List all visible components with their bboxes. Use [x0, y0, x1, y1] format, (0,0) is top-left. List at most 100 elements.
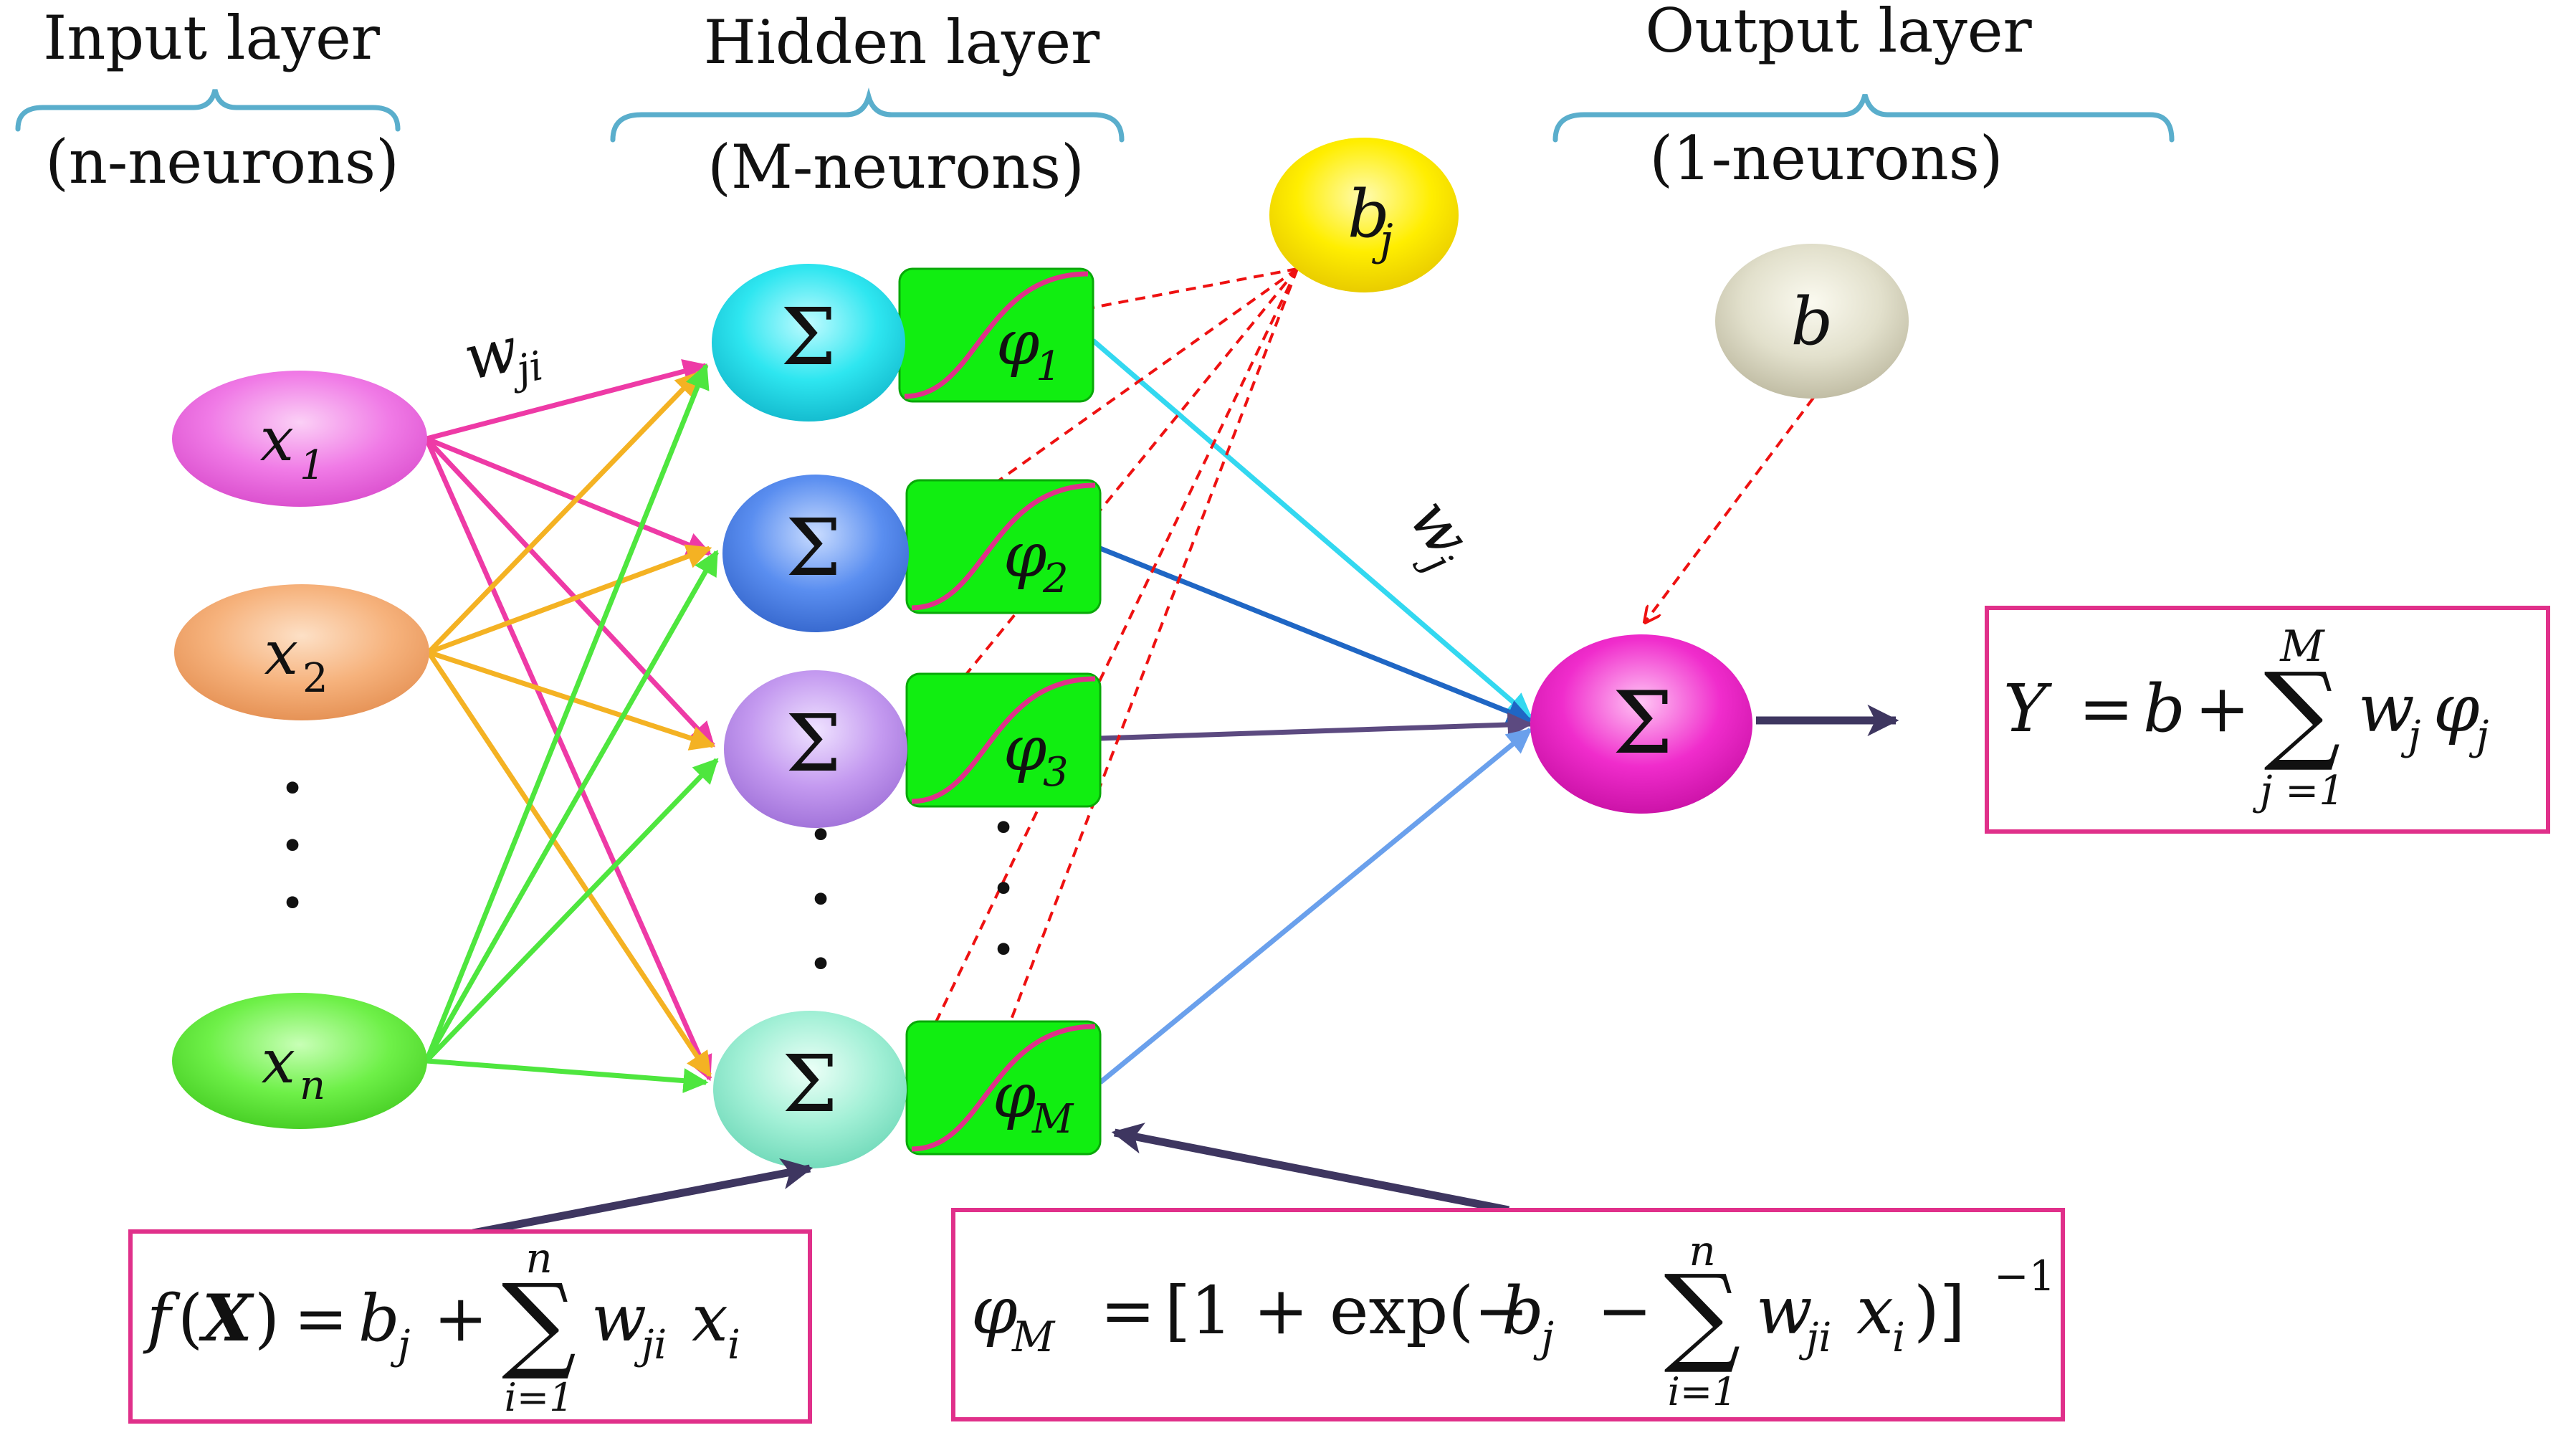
phi-label-1: φ [996, 308, 1039, 379]
phi-label-3-sub: 3 [1043, 749, 1069, 796]
hidden-neuron-m [713, 1011, 907, 1168]
formula-f-lparen: ( [178, 1281, 203, 1356]
sigmoid-ellipsis-dot-3: · [992, 911, 1014, 987]
edge-phi2-out [1099, 546, 1533, 724]
phi-label-1-sub: 1 [1036, 343, 1062, 390]
formula-f-x: x [692, 1281, 728, 1356]
formula-f-X: X [199, 1280, 254, 1356]
formula-y-eq: = [2079, 670, 2134, 747]
formula-y-b: b [2143, 670, 2185, 747]
sigmoid-curve-3 [911, 676, 1096, 804]
output-layer-brace [1552, 94, 2175, 143]
output-sigma: Σ [1613, 674, 1674, 773]
sigmoid-ellipsis-dot-2: · [992, 850, 1014, 926]
formula-f-plus: + [434, 1281, 487, 1356]
output-bias-neuron [1715, 244, 1909, 399]
phi-label-2-sub: 2 [1042, 556, 1069, 602]
edge-phi1-out [1091, 338, 1532, 719]
hidden-sigma-1: Σ [781, 291, 836, 383]
sigmoid-ellipsis-dot-1: · [992, 789, 1014, 865]
formula-phi-sum-lower: i=1 [1668, 1369, 1737, 1414]
input-layer-title: Input layer [43, 3, 381, 73]
edge-x2-hm [426, 651, 712, 1077]
input-label-x2: x [264, 618, 298, 688]
sigmoid-curve-1 [904, 271, 1089, 399]
formula-phi-sum: ∑ [1664, 1252, 1740, 1377]
hidden-bias-neuron [1269, 138, 1459, 292]
formula-f-w: w [591, 1281, 647, 1356]
output-layer-title: Output layer [1645, 0, 2032, 66]
formula-f-sum: ∑ [502, 1262, 576, 1383]
activation-formula-border [951, 1208, 2065, 1421]
input-hidden-connections [424, 359, 720, 1094]
weight-label-wj: w j [1395, 485, 1484, 581]
weight-label-wji: w ji [458, 313, 548, 395]
sigmoid-curve-m [911, 1024, 1096, 1152]
hidden-layer-brace [610, 87, 1125, 143]
formula-phi-open: [1 + exp(− [1165, 1272, 1529, 1349]
input-label-x1: x [260, 404, 294, 475]
hidden-ellipsis-dot-3: · [809, 925, 831, 1001]
formula-y-plus: + [2195, 670, 2250, 747]
edge-x1-h1 [426, 359, 709, 442]
hidden-sum-formula-border [128, 1229, 812, 1424]
formula-y-sum-upper: M [2279, 621, 2325, 672]
hidden-neuron-3 [724, 670, 907, 828]
edge-xn-h3 [424, 758, 719, 1063]
output-formula-border [1985, 606, 2550, 834]
formula-y-lhs: Y [2003, 670, 2053, 747]
sigmoid-boxes [898, 267, 1102, 1156]
pointer-arrow-hidden-sum [472, 1158, 814, 1237]
input-label-xn: x [262, 1027, 295, 1097]
edge-xn-h2 [424, 549, 720, 1062]
edge-phim-out [1098, 728, 1532, 1085]
formula-phi-minus: − [1597, 1272, 1652, 1349]
formula-phi-w: w [1756, 1272, 1813, 1349]
hidden-sigma-m: Σ [782, 1038, 838, 1130]
formula-f-rparen: ) [254, 1281, 280, 1356]
edge-phi3-out [1099, 712, 1533, 741]
input-layer-brace [15, 89, 401, 132]
formula-phi-b: b [1502, 1272, 1544, 1349]
output-layer-subtitle: (1-neurons) [1649, 123, 2003, 194]
input-label-x2-sub: 2 [302, 655, 328, 702]
formula-y-sum-lower: j =1 [2252, 768, 2344, 814]
hidden-layer-subtitle: (M-neurons) [707, 132, 1084, 202]
edge-x1-h2 [425, 436, 712, 557]
formula-phi-sum-upper: n [1689, 1226, 1715, 1275]
sigmoid-curve-2 [911, 482, 1096, 611]
input-layer-subtitle: (n-neurons) [45, 127, 399, 197]
input-ellipsis-dot-3: · [281, 864, 303, 940]
activation-formula-box: φ M = [1 + exp(− b j − ∑ n i=1 w ji x i … [951, 1208, 2065, 1421]
hidden-ellipsis-dot-2: · [809, 861, 831, 937]
formula-f-xsub: i [728, 1322, 740, 1368]
edge-xn-hm [426, 1058, 709, 1094]
edge-x1-hm [424, 437, 712, 1082]
output-formula-box: Y = b + ∑ M j =1 w j φ j [1985, 606, 2550, 834]
phi-label-2: φ [1003, 520, 1046, 591]
formula-phi-close: )] [1914, 1272, 1965, 1349]
input-label-x1-sub: 1 [300, 442, 325, 489]
output-neuron [1530, 634, 1752, 814]
hidden-sum-formula-box: f ( X ) = b j + ∑ n i=1 w ji x i [128, 1229, 812, 1424]
edge-x2-h1 [426, 371, 701, 654]
formula-f-b: b [358, 1281, 400, 1356]
bias-output-label: b [1791, 283, 1833, 360]
edge-bj-phim [991, 268, 1299, 1069]
input-neuron-xn [172, 993, 427, 1129]
hidden-neuron-2 [722, 475, 909, 632]
formula-phi-xsub: i [1892, 1315, 1905, 1361]
formula-y-sum: ∑ [2263, 650, 2340, 775]
formula-f-eq: = [294, 1281, 348, 1356]
phi-label-m: φ [993, 1060, 1036, 1132]
formula-phi-sub: M [1011, 1313, 1056, 1361]
formula-y-w: w [2358, 670, 2415, 747]
formula-phi-power: −1 [1994, 1252, 2056, 1300]
formula-f-sum-lower: i=1 [505, 1375, 574, 1420]
bias-hidden-label: b [1347, 176, 1390, 252]
formula-phi: φ [971, 1272, 1018, 1349]
hidden-ellipsis-dot-1: · [809, 796, 831, 872]
hidden-layer-title: Hidden layer [704, 7, 1100, 77]
input-ellipsis-dot-1: · [281, 750, 303, 826]
